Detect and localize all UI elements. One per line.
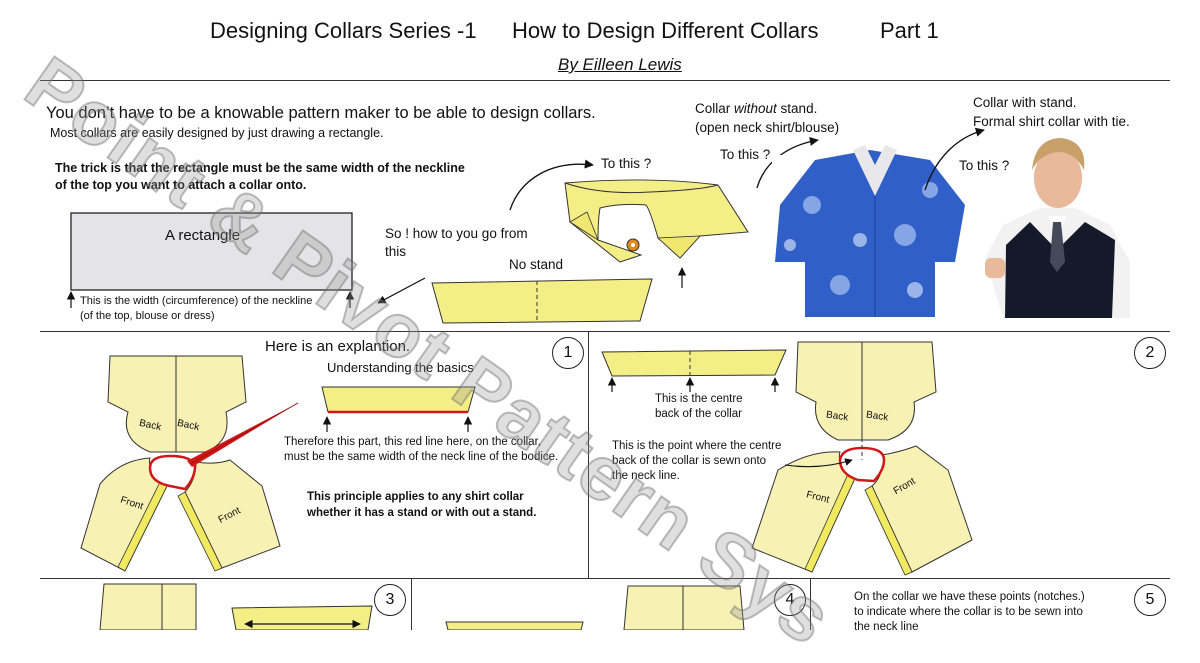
with-stand-title: Collar with stand. (973, 95, 1077, 110)
panel-divider-1-2 (588, 331, 589, 578)
panel-divider-4-5 (810, 578, 811, 630)
panel4-number: 4 (774, 584, 806, 616)
to-this-2: To this ? (720, 147, 771, 162)
title-series: Designing Collars Series -1 (210, 18, 477, 43)
byline: By Eilleen Lewis (558, 55, 682, 74)
collar-with-points (564, 179, 749, 263)
without-stand-title: Collar without stand. (695, 101, 818, 116)
panel1-therefore-2: must be the same width of the neck line … (284, 451, 559, 463)
to-this-3: To this ? (959, 158, 1010, 173)
panel5-text-2: to indicate where the collar is to be se… (854, 606, 1083, 618)
panel2-collar-strip (601, 349, 787, 377)
panel1-number: 1 (552, 337, 584, 369)
so-how-line2: this (385, 244, 407, 259)
panel2-centre-2: back of the collar (655, 408, 742, 420)
panel2-bodice (751, 341, 973, 576)
panel1-principle-1: This principle applies to any shirt coll… (307, 491, 524, 503)
panel3-collar (231, 605, 373, 630)
trick-line2: of the top you want to attach a collar o… (55, 178, 307, 192)
curved-arrow-1 (509, 159, 594, 211)
boy-photo (985, 138, 1130, 318)
panel2-centre-1: This is the centre (655, 393, 743, 405)
arrow-to-rectangle (377, 277, 426, 304)
panel2-pointer (784, 458, 853, 468)
no-stand-collar (431, 278, 653, 324)
panel2-point-1: This is the point where the centre (612, 440, 782, 452)
no-stand-label: No stand (509, 257, 564, 272)
section-divider-1 (40, 331, 1170, 332)
panel1-basics: Understanding the basics (327, 360, 474, 375)
panel1-red-neckline (148, 454, 197, 491)
blouse-photo (772, 145, 972, 317)
without-stand-sub: (open neck shirt/blouse) (695, 120, 840, 135)
panel3-bodice (99, 583, 197, 630)
header-divider (40, 80, 1170, 81)
panel1-bodice-back-left (107, 355, 177, 453)
rectangle-shape (70, 212, 353, 291)
panel5-number: 5 (1134, 584, 1166, 616)
intro-line1: You don’t have to be a knowable pattern … (46, 104, 596, 122)
panel5-text-1: On the collar we have these points (notc… (854, 591, 1085, 603)
diagram-canvas (66, 127, 1130, 630)
panel2-number: 2 (1134, 337, 1166, 369)
width-note-1: This is the width (circumference) of the… (80, 295, 313, 307)
panel1-principle-2: whether it has a stand or with out a sta… (307, 507, 537, 519)
rectangle-label: A rectangle (165, 227, 241, 244)
title-main: How to Design Different Collars (512, 18, 819, 43)
panel1-collar-strip (321, 386, 476, 413)
panel3-number: 3 (374, 584, 406, 616)
section-divider-2 (40, 578, 1170, 579)
panel2-point-3: the neck line. (612, 470, 680, 482)
panel-divider-3-4 (411, 578, 412, 630)
trick-line1: The trick is that the rectangle must be … (55, 161, 465, 175)
panel4-collar (445, 621, 584, 630)
panel4-bodice (623, 585, 745, 630)
curved-arrow-3 (924, 127, 985, 191)
panel1-heading: Here is an explantion. (265, 338, 411, 355)
panel2-point-2: back of the collar is sewn onto (612, 455, 767, 467)
intro-line2: Most collars are easily designed by just… (50, 126, 384, 140)
panel1-therefore-1: Therefore this part, this red line here,… (284, 436, 541, 448)
to-this-1: To this ? (601, 156, 652, 171)
with-stand-sub: Formal shirt collar with tie. (973, 114, 1130, 129)
panel5-text-3: the neck line (854, 621, 919, 633)
title-part: Part 1 (880, 18, 939, 43)
width-note-2: (of the top, blouse or dress) (80, 310, 215, 322)
panel1-bodice-front-right (177, 459, 281, 572)
so-how-line1: So ! how to you go from (385, 226, 528, 241)
